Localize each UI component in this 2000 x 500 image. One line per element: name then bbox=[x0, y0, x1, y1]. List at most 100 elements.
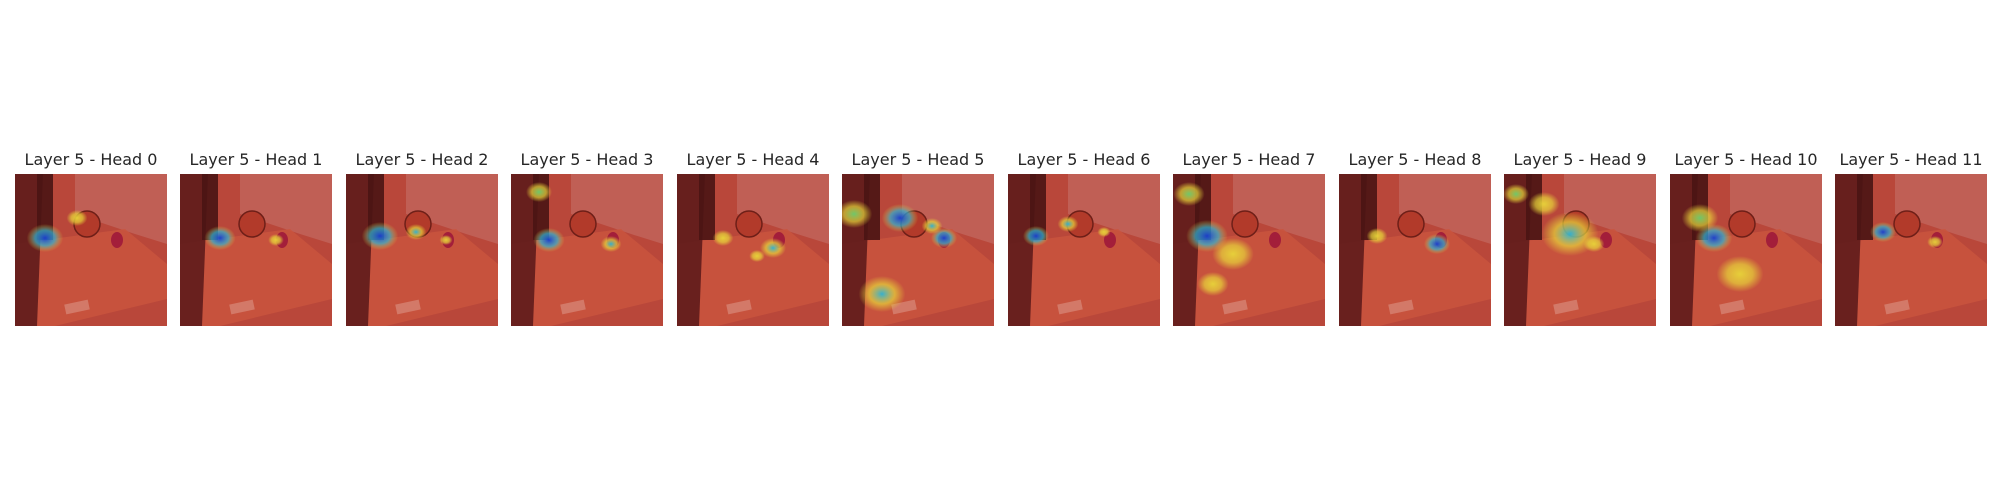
panel-title: Layer 5 - Head 5 bbox=[851, 150, 985, 169]
panel-head-7: Layer 5 - Head 7 bbox=[1173, 150, 1325, 326]
attention-hotspot bbox=[361, 222, 399, 250]
heatmap-image bbox=[15, 174, 167, 326]
cup-object bbox=[1269, 232, 1281, 248]
robot-arm bbox=[864, 174, 880, 240]
scene-shadow bbox=[1504, 174, 1532, 326]
scene-shadow bbox=[15, 174, 43, 326]
kettle-object bbox=[735, 210, 763, 238]
drawer-handle bbox=[395, 299, 421, 315]
attention-hotspot bbox=[1097, 227, 1111, 237]
scene-shadow bbox=[1173, 174, 1201, 326]
scene-counter bbox=[677, 229, 829, 326]
attention-hotspot bbox=[1173, 182, 1205, 206]
scene-counter bbox=[1173, 229, 1325, 326]
panel-head-5: Layer 5 - Head 5 bbox=[842, 150, 994, 326]
scene-wall bbox=[737, 174, 829, 244]
scene-shadow bbox=[180, 174, 208, 326]
robot-arm bbox=[1361, 174, 1377, 240]
panel-head-4: Layer 5 - Head 4 bbox=[677, 150, 829, 326]
drawer-handle bbox=[64, 299, 90, 315]
scene-wall bbox=[1564, 174, 1656, 244]
scene-counter bbox=[346, 229, 498, 326]
attention-hotspot bbox=[526, 182, 552, 202]
drawer-handle bbox=[726, 299, 752, 315]
drawer-handle bbox=[229, 299, 255, 315]
attention-hotspot bbox=[405, 224, 427, 240]
attention-hotspot bbox=[439, 235, 453, 245]
scene-wall bbox=[240, 174, 332, 244]
panel-title: Layer 5 - Head 9 bbox=[1513, 150, 1647, 169]
panel-head-9: Layer 5 - Head 9 bbox=[1504, 150, 1656, 326]
attention-hotspot bbox=[1716, 256, 1764, 292]
scene-counter bbox=[511, 229, 663, 326]
drawer-handle bbox=[1719, 299, 1745, 315]
scene-shadow bbox=[346, 174, 374, 326]
scene-wall bbox=[75, 174, 167, 244]
drawer-handle bbox=[1553, 299, 1579, 315]
attention-hotspot bbox=[1197, 272, 1229, 296]
kettle-object bbox=[1397, 210, 1425, 238]
panel-title: Layer 5 - Head 8 bbox=[1348, 150, 1482, 169]
attention-hotspot bbox=[858, 276, 906, 312]
panel-head-3: Layer 5 - Head 3 bbox=[511, 150, 663, 326]
attention-hotspot bbox=[1504, 184, 1529, 204]
heatmap-image bbox=[1008, 174, 1160, 326]
attention-hotspot bbox=[26, 224, 64, 252]
kettle-object bbox=[1231, 210, 1259, 238]
panel-title: Layer 5 - Head 3 bbox=[520, 150, 654, 169]
drawer-handle bbox=[1057, 299, 1083, 315]
kettle-object bbox=[1893, 210, 1921, 238]
attention-hotspot bbox=[842, 200, 873, 228]
drawer-handle bbox=[560, 299, 586, 315]
panel-title: Layer 5 - Head 2 bbox=[355, 150, 489, 169]
panel-title: Layer 5 - Head 4 bbox=[686, 150, 820, 169]
attention-hotspot bbox=[204, 226, 236, 250]
robot-arm bbox=[202, 174, 218, 240]
robot-arm bbox=[37, 174, 53, 240]
attention-hotspot bbox=[1927, 236, 1943, 248]
scene-wall bbox=[571, 174, 663, 244]
panel-title: Layer 5 - Head 11 bbox=[1839, 150, 1983, 169]
kettle-object bbox=[569, 210, 597, 238]
attention-hotspot bbox=[1583, 236, 1605, 252]
scene-wall bbox=[1068, 174, 1160, 244]
scene-shadow bbox=[1339, 174, 1367, 326]
robot-arm bbox=[1857, 174, 1873, 240]
panel-title: Layer 5 - Head 10 bbox=[1674, 150, 1818, 169]
scene-wall bbox=[1730, 174, 1822, 244]
heatmap-image bbox=[842, 174, 994, 326]
cup-object bbox=[1766, 232, 1778, 248]
heatmap-image bbox=[677, 174, 829, 326]
panel-head-0: Layer 5 - Head 0 bbox=[15, 150, 167, 326]
heatmap-image bbox=[1173, 174, 1325, 326]
scene-wall bbox=[902, 174, 994, 244]
panel-title: Layer 5 - Head 0 bbox=[24, 150, 158, 169]
kettle-object bbox=[1728, 210, 1756, 238]
kettle-object bbox=[238, 210, 266, 238]
panel-head-10: Layer 5 - Head 10 bbox=[1670, 150, 1822, 326]
heatmap-image bbox=[1835, 174, 1987, 326]
panel-head-6: Layer 5 - Head 6 bbox=[1008, 150, 1160, 326]
panel-head-8: Layer 5 - Head 8 bbox=[1339, 150, 1491, 326]
attention-hotspot bbox=[1212, 238, 1254, 270]
attention-hotspot bbox=[1023, 226, 1049, 246]
scene-wall bbox=[1233, 174, 1325, 244]
attention-hotspot bbox=[1057, 216, 1079, 232]
scene-shadow bbox=[1008, 174, 1036, 326]
attention-hotspot bbox=[533, 228, 565, 252]
scene-counter bbox=[180, 229, 332, 326]
heatmap-image bbox=[1504, 174, 1656, 326]
attention-hotspot bbox=[749, 250, 765, 262]
attention-hotspot bbox=[1528, 192, 1560, 216]
scene-counter bbox=[1008, 229, 1160, 326]
attention-hotspot bbox=[931, 228, 957, 248]
attention-hotspot bbox=[760, 238, 786, 258]
robot-arm bbox=[1030, 174, 1046, 240]
scene-counter bbox=[15, 229, 167, 326]
scene-shadow bbox=[677, 174, 705, 326]
drawer-handle bbox=[1388, 299, 1414, 315]
attention-hotspot bbox=[1870, 222, 1896, 242]
heatmap-image bbox=[1670, 174, 1822, 326]
panel-head-1: Layer 5 - Head 1 bbox=[180, 150, 332, 326]
